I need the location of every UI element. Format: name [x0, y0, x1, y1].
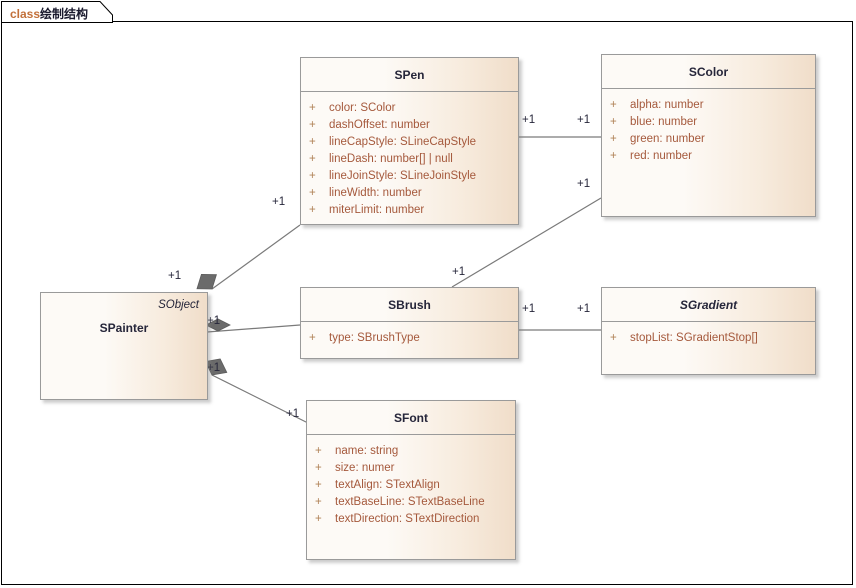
- attribute-signature: type: SBrushType: [329, 332, 420, 344]
- attribute-visibility: +: [309, 136, 316, 148]
- class-sfont-header: SFont: [307, 401, 515, 435]
- class-sgradient-header: SGradient: [602, 288, 815, 322]
- class-spen-title: SPen: [394, 67, 425, 82]
- attribute-signature: lineJoinStyle: SLineJoinStyle: [329, 170, 477, 182]
- class-spen-header: SPen: [301, 58, 518, 92]
- attribute-visibility: +: [309, 153, 316, 165]
- attribute-row: + alpha: number: [602, 97, 815, 114]
- attribute-row: + lineCapStyle: SLineCapStyle: [301, 134, 518, 151]
- diagram-title-text: 绘制结构: [40, 7, 89, 21]
- attribute-signature: lineDash: number[] | null: [329, 153, 453, 165]
- attribute-row: + color: SColor: [301, 100, 518, 117]
- attribute-row: + size: numer: [307, 460, 515, 477]
- class-scolor-attributes: + alpha: number + blue: number + green: …: [602, 89, 815, 169]
- attribute-signature: textBaseLine: STextBaseLine: [335, 496, 485, 508]
- attribute-visibility: +: [309, 332, 316, 344]
- attribute-visibility: +: [315, 513, 322, 525]
- class-box-spen[interactable]: SPen + color: SColor + dashOffset: numbe…: [300, 57, 519, 225]
- attribute-row: + lineJoinStyle: SLineJoinStyle: [301, 168, 518, 185]
- class-sfont-attributes: + name: string + size: numer + textAlign…: [307, 435, 515, 532]
- attribute-signature: textAlign: STextAlign: [335, 479, 440, 491]
- attribute-visibility: +: [309, 119, 316, 131]
- attribute-signature: textDirection: STextDirection: [335, 513, 480, 525]
- multiplicity-painter-pen-target: +1: [272, 196, 286, 208]
- attribute-row: + lineWidth: number: [301, 185, 518, 202]
- multiplicity-pen-color-source: +1: [522, 114, 536, 126]
- class-scolor-title: SColor: [688, 64, 729, 79]
- attribute-visibility: +: [610, 150, 617, 162]
- multiplicity-painter-font-target: +1: [286, 408, 300, 420]
- class-sbrush-attributes: + type: SBrushType: [301, 322, 518, 351]
- class-spainter-title: SPainter: [99, 321, 149, 335]
- attribute-signature: lineCapStyle: SLineCapStyle: [329, 136, 477, 148]
- diagram-title-tab: class绘制结构: [1, 1, 113, 23]
- class-box-spainter[interactable]: SObject SPainter: [40, 292, 208, 400]
- attribute-signature: name: string: [335, 445, 399, 457]
- class-box-scolor[interactable]: SColor + alpha: number + blue: number + …: [601, 54, 816, 217]
- multiplicity-brush-gradient-source: +1: [522, 303, 536, 315]
- class-sbrush-title: SBrush: [388, 297, 431, 312]
- multiplicity-painter-brush-target: +1: [452, 266, 466, 278]
- attribute-visibility: +: [309, 187, 316, 199]
- attribute-signature: lineWidth: number: [329, 187, 422, 199]
- attribute-signature: alpha: number: [630, 99, 704, 111]
- diagram-title: class绘制结构: [10, 5, 88, 22]
- attribute-row: + textAlign: STextAlign: [307, 477, 515, 494]
- class-box-sgradient[interactable]: SGradient + stopList: SGradientStop[]: [601, 287, 816, 375]
- attribute-row: + textDirection: STextDirection: [307, 511, 515, 528]
- diagram-title-keyword: class: [10, 7, 41, 21]
- attribute-signature: green: number: [630, 133, 705, 145]
- class-sfont-title: SFont: [394, 410, 428, 425]
- attribute-row: + name: string: [307, 443, 515, 460]
- attribute-visibility: +: [610, 99, 617, 111]
- attribute-row: + stopList: SGradientStop[]: [602, 330, 815, 347]
- attribute-visibility: +: [610, 116, 617, 128]
- class-sgradient-title: SGradient: [679, 297, 738, 312]
- attribute-visibility: +: [610, 332, 617, 344]
- attribute-visibility: +: [309, 204, 316, 216]
- attribute-signature: dashOffset: number: [329, 119, 430, 131]
- multiplicity-painter-pen-source: +1: [168, 270, 182, 282]
- class-box-sbrush[interactable]: SBrush + type: SBrushType: [300, 287, 519, 359]
- class-sgradient-attributes: + stopList: SGradientStop[]: [602, 322, 815, 351]
- title-tab-shape-icon: [1, 1, 113, 23]
- attribute-row: + type: SBrushType: [301, 330, 518, 347]
- attribute-signature: stopList: SGradientStop[]: [630, 332, 758, 344]
- attribute-visibility: +: [610, 133, 617, 145]
- class-scolor-header: SColor: [602, 55, 815, 89]
- attribute-signature: blue: number: [630, 116, 698, 128]
- attribute-signature: color: SColor: [329, 102, 396, 114]
- attribute-row: + miterLimit: number: [301, 202, 518, 219]
- multiplicity-painter-font-source: +1: [207, 362, 221, 374]
- attribute-row: + lineDash: number[] | null: [301, 151, 518, 168]
- class-spen-attributes: + color: SColor + dashOffset: number + l…: [301, 92, 518, 223]
- diagram-frame-top-edge: [112, 21, 853, 22]
- attribute-row: + blue: number: [602, 114, 815, 131]
- attribute-row: + textBaseLine: STextBaseLine: [307, 494, 515, 511]
- attribute-row: + red: number: [602, 148, 815, 165]
- multiplicity-pen-color-target: +1: [577, 114, 591, 126]
- attribute-signature: red: number: [630, 150, 693, 162]
- attribute-visibility: +: [309, 102, 316, 114]
- attribute-signature: size: numer: [335, 462, 395, 474]
- attribute-visibility: +: [309, 170, 316, 182]
- class-spainter-stereotype: SObject: [158, 299, 199, 311]
- attribute-signature: miterLimit: number: [329, 204, 425, 216]
- class-sbrush-header: SBrush: [301, 288, 518, 322]
- attribute-row: + dashOffset: number: [301, 117, 518, 134]
- multiplicity-brush-gradient-target: +1: [577, 303, 591, 315]
- multiplicity-painter-brush-source: +1: [207, 315, 221, 327]
- attribute-row: + green: number: [602, 131, 815, 148]
- attribute-visibility: +: [315, 496, 322, 508]
- multiplicity-brush-color-target: +1: [577, 178, 591, 190]
- class-box-sfont[interactable]: SFont + name: string + size: numer + tex…: [306, 400, 516, 560]
- attribute-visibility: +: [315, 462, 322, 474]
- attribute-visibility: +: [315, 479, 322, 491]
- attribute-visibility: +: [315, 445, 322, 457]
